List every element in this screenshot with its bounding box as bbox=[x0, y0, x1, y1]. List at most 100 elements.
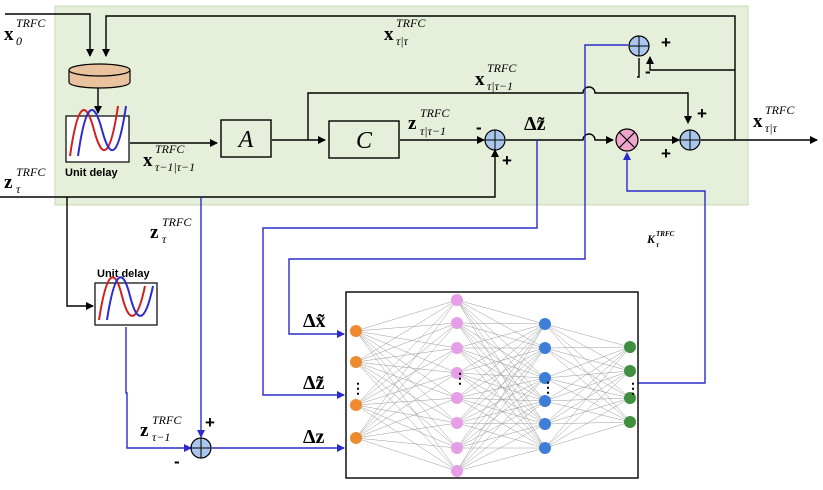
sign-s3-plus-top: + bbox=[697, 104, 707, 123]
nn-edge bbox=[456, 377, 546, 449]
svg-text:τ|τ: τ|τ bbox=[396, 34, 409, 48]
nn-edge bbox=[456, 299, 546, 449]
nn-edge bbox=[355, 437, 458, 449]
sign-s2-plus: + bbox=[661, 33, 671, 52]
nn-edge bbox=[544, 346, 631, 402]
svg-text:TRFC: TRFC bbox=[162, 215, 192, 229]
nn-edge bbox=[355, 361, 458, 424]
nn-hidden1-node bbox=[451, 342, 463, 354]
svg-text:TRFC: TRFC bbox=[152, 413, 182, 427]
nn-edge bbox=[355, 347, 458, 363]
nn-hidden1-node bbox=[451, 367, 463, 379]
nn-edge bbox=[456, 323, 546, 349]
nn-edge bbox=[456, 377, 546, 472]
gain-multiplier bbox=[615, 128, 639, 152]
state-memory-block bbox=[68, 63, 131, 89]
nn-edge bbox=[544, 397, 631, 425]
nn-edge bbox=[544, 370, 631, 449]
nn-output-node bbox=[624, 365, 636, 377]
unit-delay-label-2: Unit delay bbox=[97, 268, 150, 280]
label-z-prev: z τ−1 TRFC bbox=[140, 413, 182, 444]
svg-text:0: 0 bbox=[16, 34, 22, 48]
nn-edge bbox=[355, 404, 458, 424]
nn-edge bbox=[456, 347, 546, 374]
nn-edge bbox=[456, 422, 546, 425]
nn-edge bbox=[456, 299, 546, 349]
nn-edge bbox=[355, 404, 458, 449]
svg-text:τ: τ bbox=[162, 232, 167, 246]
nn-edge bbox=[544, 397, 631, 449]
nn-edges bbox=[355, 299, 631, 472]
nn-edge bbox=[355, 299, 458, 363]
nn-hidden1-node bbox=[451, 417, 463, 429]
nn-edge bbox=[456, 347, 546, 379]
nn-edge bbox=[544, 347, 631, 372]
nn-edge bbox=[544, 346, 631, 349]
matrix-c-block bbox=[328, 120, 400, 159]
nn-edge bbox=[355, 330, 458, 472]
sign-s4-minus: - bbox=[174, 452, 180, 471]
nn-edge bbox=[456, 322, 546, 402]
matrix-c-label: C bbox=[356, 128, 373, 154]
label-delta-z-tilde: Δz̃ bbox=[524, 113, 546, 135]
nn-edge bbox=[456, 372, 546, 402]
nn-edge bbox=[544, 347, 631, 399]
nn-edge bbox=[456, 347, 546, 402]
nn-edge bbox=[355, 322, 458, 363]
nn-input-node bbox=[350, 399, 362, 411]
nn-edge bbox=[355, 347, 458, 439]
nn-hidden1-node bbox=[451, 294, 463, 306]
label-x-prior: x τ|τ−1 TRFC bbox=[475, 61, 517, 93]
svg-text:τ|τ−1: τ|τ−1 bbox=[420, 124, 446, 138]
svg-text:TRFC: TRFC bbox=[16, 16, 46, 30]
hidden-layer-1-dots: ⋮ bbox=[453, 370, 467, 386]
nn-output-node bbox=[624, 416, 636, 428]
nn-hidden1-node bbox=[451, 465, 463, 477]
nn-edge bbox=[355, 397, 458, 406]
nn-edge bbox=[456, 372, 546, 425]
nn-edge bbox=[355, 299, 458, 332]
nn-edge bbox=[544, 397, 631, 402]
nn-edge bbox=[456, 400, 546, 424]
label-kalman-gain: K τ TRFC bbox=[646, 230, 675, 249]
nn-hidden1-node bbox=[451, 442, 463, 454]
nn-edge bbox=[355, 361, 458, 472]
nn-input-delta-z: Δz bbox=[303, 426, 325, 448]
nn-edge bbox=[355, 322, 458, 332]
svg-text:τ: τ bbox=[656, 241, 660, 249]
label-x-out: x τ|τ TRFC bbox=[753, 103, 795, 135]
nn-edge bbox=[456, 323, 546, 472]
label-z-pred: z τ|τ−1 TRFC bbox=[408, 106, 450, 138]
nn-edge bbox=[456, 323, 546, 424]
nn-edge bbox=[355, 322, 458, 406]
nn-edge bbox=[355, 330, 458, 349]
nn-edge bbox=[355, 397, 458, 439]
label-x-prev: x τ−1|τ−1 TRFC bbox=[143, 142, 195, 174]
nn-edge bbox=[544, 346, 631, 379]
svg-text:TRFC: TRFC bbox=[656, 230, 675, 238]
nn-input-node bbox=[350, 325, 362, 337]
nn-hidden2-node bbox=[539, 372, 551, 384]
nn-output-node bbox=[624, 341, 636, 353]
nn-edge bbox=[355, 330, 458, 374]
nn-input-node bbox=[350, 356, 362, 368]
svg-text:x: x bbox=[753, 111, 763, 132]
label-x-post-top: x τ|τ TRFC bbox=[384, 16, 426, 48]
nn-edge bbox=[355, 322, 458, 439]
svg-text:x: x bbox=[384, 24, 394, 45]
svg-text:τ−1: τ−1 bbox=[152, 430, 170, 444]
nn-hidden2-node bbox=[539, 342, 551, 354]
nn-hidden1-node bbox=[451, 317, 463, 329]
nn-edge bbox=[456, 299, 546, 325]
black-wires bbox=[0, 13, 818, 310]
svg-text:τ|τ−1: τ|τ−1 bbox=[487, 79, 513, 93]
nn-hidden2-node bbox=[539, 442, 551, 454]
svg-text:TRFC: TRFC bbox=[396, 16, 426, 30]
nn-hidden1-node bbox=[451, 392, 463, 404]
nn-edge bbox=[355, 361, 458, 399]
nn-edge bbox=[456, 347, 546, 449]
svg-text:TRFC: TRFC bbox=[487, 61, 517, 75]
nn-edge bbox=[544, 370, 631, 379]
